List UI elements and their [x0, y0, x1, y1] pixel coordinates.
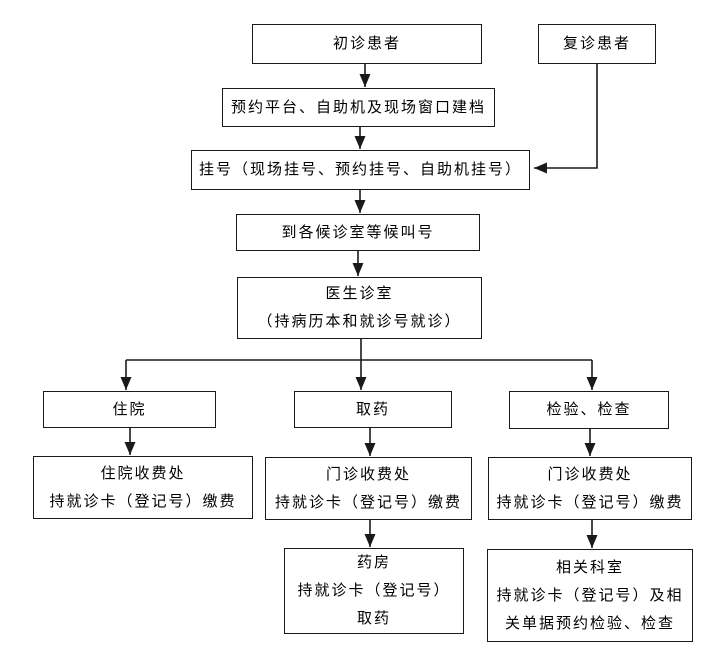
node-label-line3: 取药	[356, 611, 391, 627]
node-label: 住院	[112, 401, 147, 418]
node-waiting-room: 到各候诊室等候叫号	[236, 214, 480, 251]
node-label: 初诊患者	[332, 36, 401, 52]
node-label-line2: 持就诊卡（登记号）缴费	[49, 493, 237, 510]
node-label-line1: 门诊收费处	[547, 466, 633, 483]
arrow-return-visit-to-register	[534, 64, 598, 174]
node-label-line2: （持病历本和就诊号就诊）	[257, 314, 462, 330]
node-label-line3: 关单据预约检验、检查	[504, 615, 675, 632]
node-label-line2: 持就诊卡（登记号）缴费	[496, 494, 684, 511]
node-label-line1: 住院收费处	[100, 465, 186, 482]
node-label-line1: 药房	[356, 555, 391, 571]
node-first-visit-patient: 初诊患者	[252, 24, 482, 64]
node-related-department: 相关科室 持就诊卡（登记号）及相 关单据预约检验、检查	[487, 549, 693, 642]
node-outpatient-fee-office-middle: 门诊收费处 持就诊卡（登记号）缴费	[265, 457, 472, 520]
node-return-visit-patient: 复诊患者	[538, 24, 656, 64]
node-label: 预约平台、自助机及现场窗口建档	[230, 99, 486, 116]
node-take-medicine: 取药	[294, 391, 452, 428]
node-label: 挂号（现场挂号、预约挂号、自助机挂号）	[198, 162, 522, 178]
node-pharmacy: 药房 持就诊卡（登记号） 取药	[284, 548, 464, 634]
node-label-line1: 医生诊室	[325, 286, 394, 302]
node-create-file: 预约平台、自助机及现场窗口建档	[222, 88, 495, 127]
node-label-line2: 持就诊卡（登记号）	[297, 583, 451, 599]
node-label: 检验、检查	[546, 402, 632, 418]
node-label: 取药	[355, 401, 390, 418]
node-label-line1: 相关科室	[555, 559, 624, 576]
node-registration: 挂号（现场挂号、预约挂号、自助机挂号）	[191, 150, 530, 190]
node-doctor-office: 医生诊室 （持病历本和就诊号就诊）	[237, 277, 482, 339]
node-label-line2: 持就诊卡（登记号）及相	[496, 587, 684, 604]
node-label-line2: 持就诊卡（登记号）缴费	[274, 494, 462, 511]
node-label: 到各候诊室等候叫号	[281, 224, 435, 241]
node-label: 复诊患者	[562, 36, 631, 52]
node-hospitalization: 住院	[43, 391, 216, 428]
node-label-line1: 门诊收费处	[325, 466, 411, 483]
node-lab-and-exam: 检验、检查	[509, 391, 669, 429]
node-inpatient-fee-office: 住院收费处 持就诊卡（登记号）缴费	[33, 456, 253, 519]
node-outpatient-fee-office-right: 门诊收费处 持就诊卡（登记号）缴费	[488, 457, 692, 520]
